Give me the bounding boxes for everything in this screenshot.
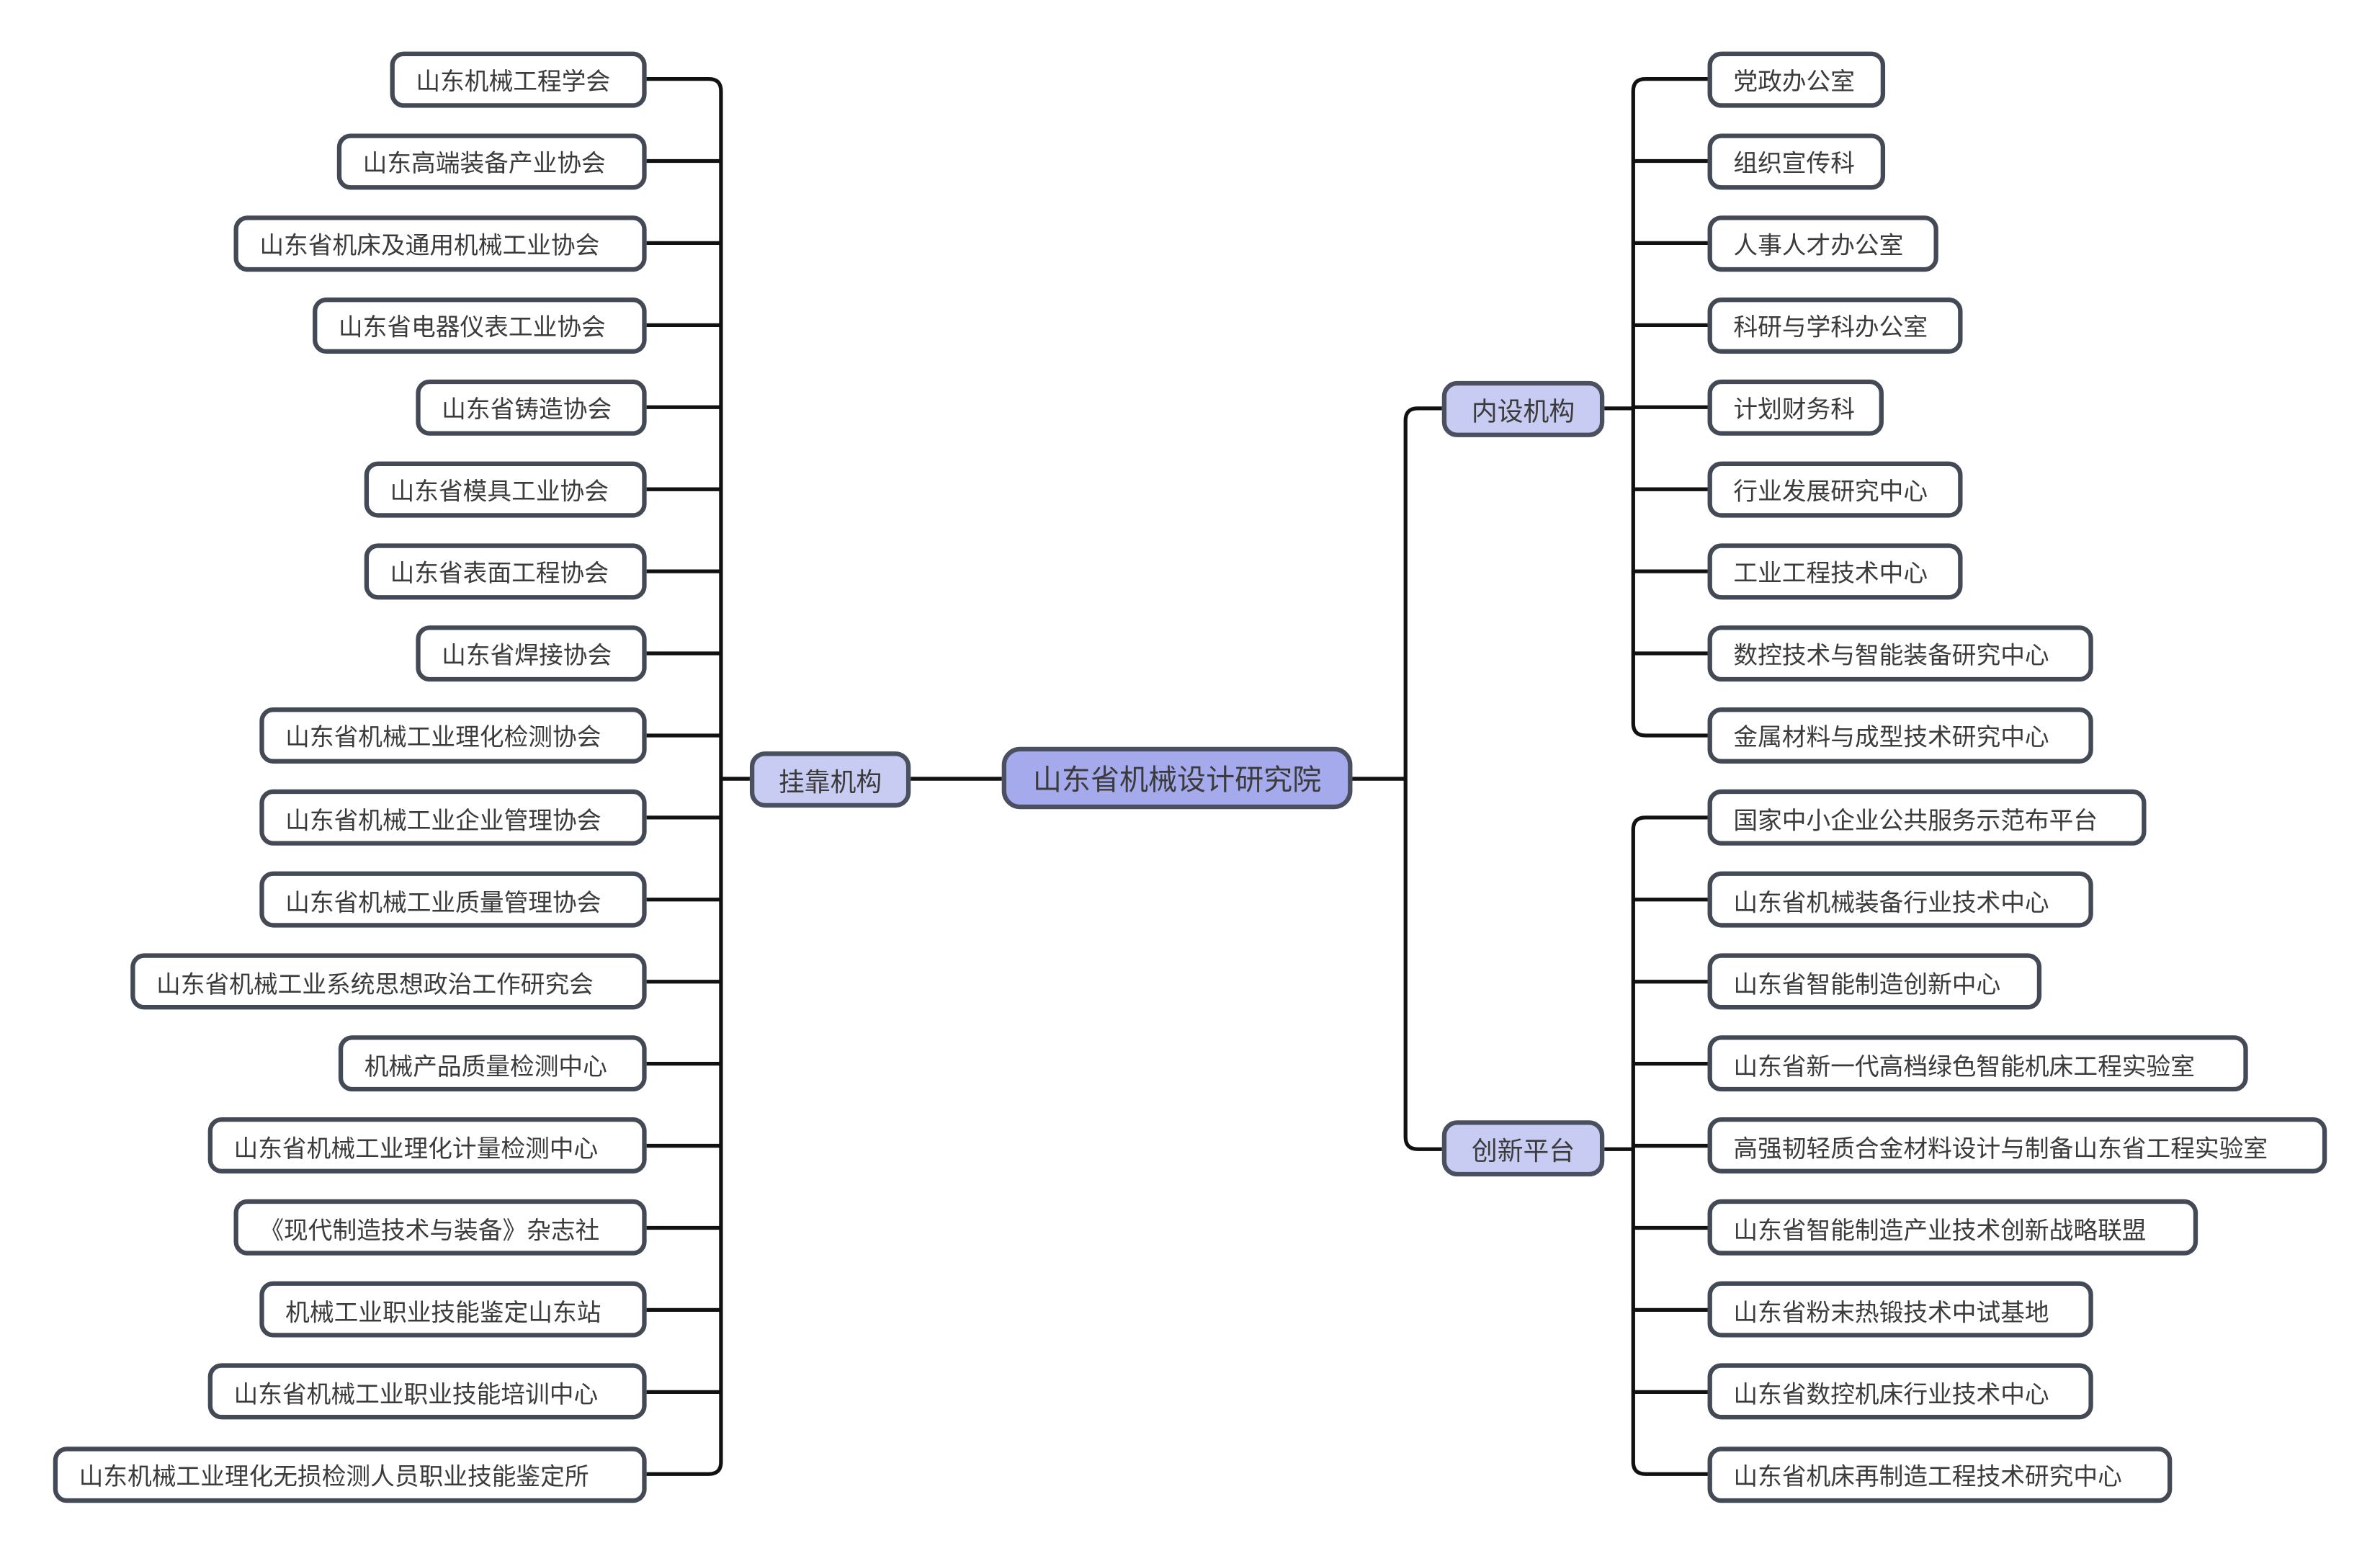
branch-node-innovation[interactable]: 创新平台 (1441, 1120, 1605, 1177)
internal-item[interactable]: 行业发展研究中心 (1707, 461, 1963, 518)
innovation-item[interactable]: 国家中小企业公共服务示范布平台 (1707, 789, 2147, 846)
connector-line (1403, 406, 1442, 1151)
branch-node-affiliated[interactable]: 挂靠机构 (749, 751, 911, 808)
affiliated-item[interactable]: 山东省机械工业企业管理协会 (259, 789, 647, 846)
affiliated-item[interactable]: 山东省机械工业理化检测协会 (259, 707, 647, 764)
affiliated-item[interactable]: 山东省电器仪表工业协会 (313, 297, 647, 354)
internal-item[interactable]: 党政办公室 (1707, 50, 1886, 107)
innovation-item[interactable]: 山东省智能制造产业技术创新战略联盟 (1707, 1199, 2198, 1256)
internal-item[interactable]: 金属材料与成型技术研究中心 (1707, 707, 2093, 764)
affiliated-item[interactable]: 山东省机床及通用机械工业协会 (233, 215, 647, 272)
innovation-item[interactable]: 高强韧轻质合金材料设计与制备山东省工程实验室 (1707, 1117, 2327, 1174)
affiliated-item[interactable]: 山东机械工程学会 (390, 50, 647, 107)
affiliated-item[interactable]: 《现代制造技术与装备》杂志社 (233, 1199, 647, 1256)
affiliated-item[interactable]: 山东省表面工程协会 (364, 543, 647, 600)
internal-item[interactable]: 组织宣传科 (1707, 133, 1886, 189)
innovation-item[interactable]: 山东省新一代高档绿色智能机床工程实验室 (1707, 1035, 2248, 1092)
innovation-item[interactable]: 山东省粉末热锻技术中试基地 (1707, 1282, 2093, 1338)
affiliated-item[interactable]: 山东省机械工业质量管理协会 (259, 871, 647, 928)
affiliated-item[interactable]: 山东省模具工业协会 (364, 461, 647, 518)
affiliated-item[interactable]: 山东省机械工业职业技能培训中心 (207, 1364, 647, 1421)
internal-item[interactable]: 科研与学科办公室 (1707, 297, 1963, 354)
innovation-item[interactable]: 山东省智能制造创新中心 (1707, 953, 2042, 1010)
affiliated-item[interactable]: 山东省焊接协会 (416, 625, 647, 681)
affiliated-item[interactable]: 山东省铸造协会 (416, 379, 647, 436)
affiliated-item[interactable]: 山东高端装备产业协会 (336, 133, 647, 189)
affiliated-item[interactable]: 机械产品质量检测中心 (338, 1035, 647, 1092)
affiliated-item[interactable]: 山东省机械工业系统思想政治工作研究会 (130, 953, 647, 1010)
affiliated-item[interactable]: 机械工业职业技能鉴定山东站 (259, 1282, 647, 1338)
innovation-item[interactable]: 山东省机械装备行业技术中心 (1707, 871, 2093, 928)
root-node[interactable]: 山东省机械设计研究院 (1001, 746, 1353, 810)
branch-node-internal[interactable]: 内设机构 (1441, 380, 1605, 437)
affiliated-item[interactable]: 山东省机械工业理化计量检测中心 (207, 1117, 647, 1174)
internal-item[interactable]: 数控技术与智能装备研究中心 (1707, 625, 2093, 681)
innovation-item[interactable]: 山东省数控机床行业技术中心 (1707, 1364, 2093, 1421)
internal-item[interactable]: 计划财务科 (1707, 379, 1884, 436)
internal-item[interactable]: 人事人才办公室 (1707, 215, 1938, 272)
internal-item[interactable]: 工业工程技术中心 (1707, 543, 1963, 600)
innovation-item[interactable]: 山东省机床再制造工程技术研究中心 (1707, 1446, 2173, 1503)
connector-line (646, 76, 723, 1476)
affiliated-item[interactable]: 山东机械工业理化无损检测人员职业技能鉴定所 (53, 1446, 647, 1503)
